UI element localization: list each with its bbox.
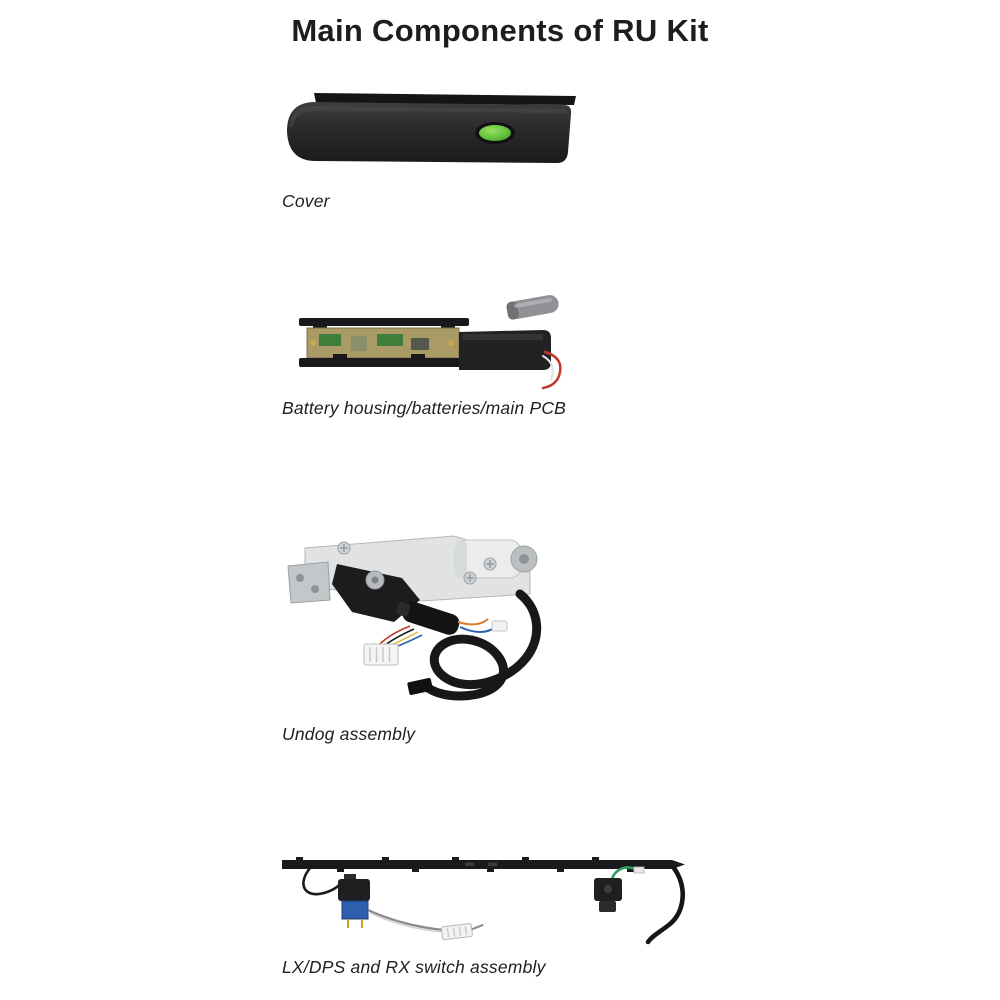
component-caption-switch: LX/DPS and RX switch assembly (282, 957, 546, 977)
cover-top-rail (314, 93, 576, 105)
housing-top-rail (299, 318, 469, 326)
switch-assembly-illustration (282, 857, 685, 945)
black-cable (423, 589, 542, 701)
screw (483, 557, 497, 571)
undog-illustration (287, 535, 542, 701)
cover-body (287, 102, 572, 163)
component-undog-assembly: Undog assembly (282, 526, 552, 745)
orange-wire (457, 618, 489, 626)
page-title: Main Components of RU Kit (291, 13, 709, 48)
component-battery-housing: Battery housing/batteries/main PCB (282, 292, 582, 419)
small-connector (491, 620, 508, 632)
solenoid-plunger (396, 601, 460, 635)
battery-pack (459, 330, 551, 370)
component-caption-battery: Battery housing/batteries/main PCB (282, 398, 567, 418)
twisted-wire-strand (369, 912, 443, 933)
rx-switch (594, 866, 645, 912)
lx-dps-switch (338, 874, 370, 928)
motor (454, 539, 538, 579)
component-caption-undog: Undog assembly (282, 724, 416, 744)
mounting-rail (282, 857, 685, 872)
blue-wire (459, 626, 497, 633)
white-connector (440, 923, 484, 941)
battery-cell (506, 295, 559, 320)
rx-cable (645, 865, 685, 945)
rail-tab (411, 354, 425, 358)
component-switch-assembly: LX/DPS and RX switch assembly (282, 852, 692, 978)
rail-tab (333, 354, 347, 358)
component-caption-cover: Cover (282, 191, 330, 211)
battery-housing-illustration (299, 295, 562, 390)
main-pcb (306, 327, 460, 359)
mounting-bracket (287, 561, 331, 604)
led-indicator (479, 125, 511, 141)
twisted-wire (367, 909, 445, 932)
cover-illustration (287, 93, 576, 163)
green-wire (610, 866, 637, 880)
white-wire (542, 355, 554, 381)
multi-pin-connector (363, 643, 399, 666)
screw (463, 571, 477, 585)
cable-connector (407, 678, 433, 695)
screw (337, 541, 351, 555)
housing-bottom-rail (299, 358, 471, 367)
red-wire (541, 350, 562, 390)
cover-highlight (289, 106, 566, 127)
component-cover: Cover (282, 92, 582, 212)
